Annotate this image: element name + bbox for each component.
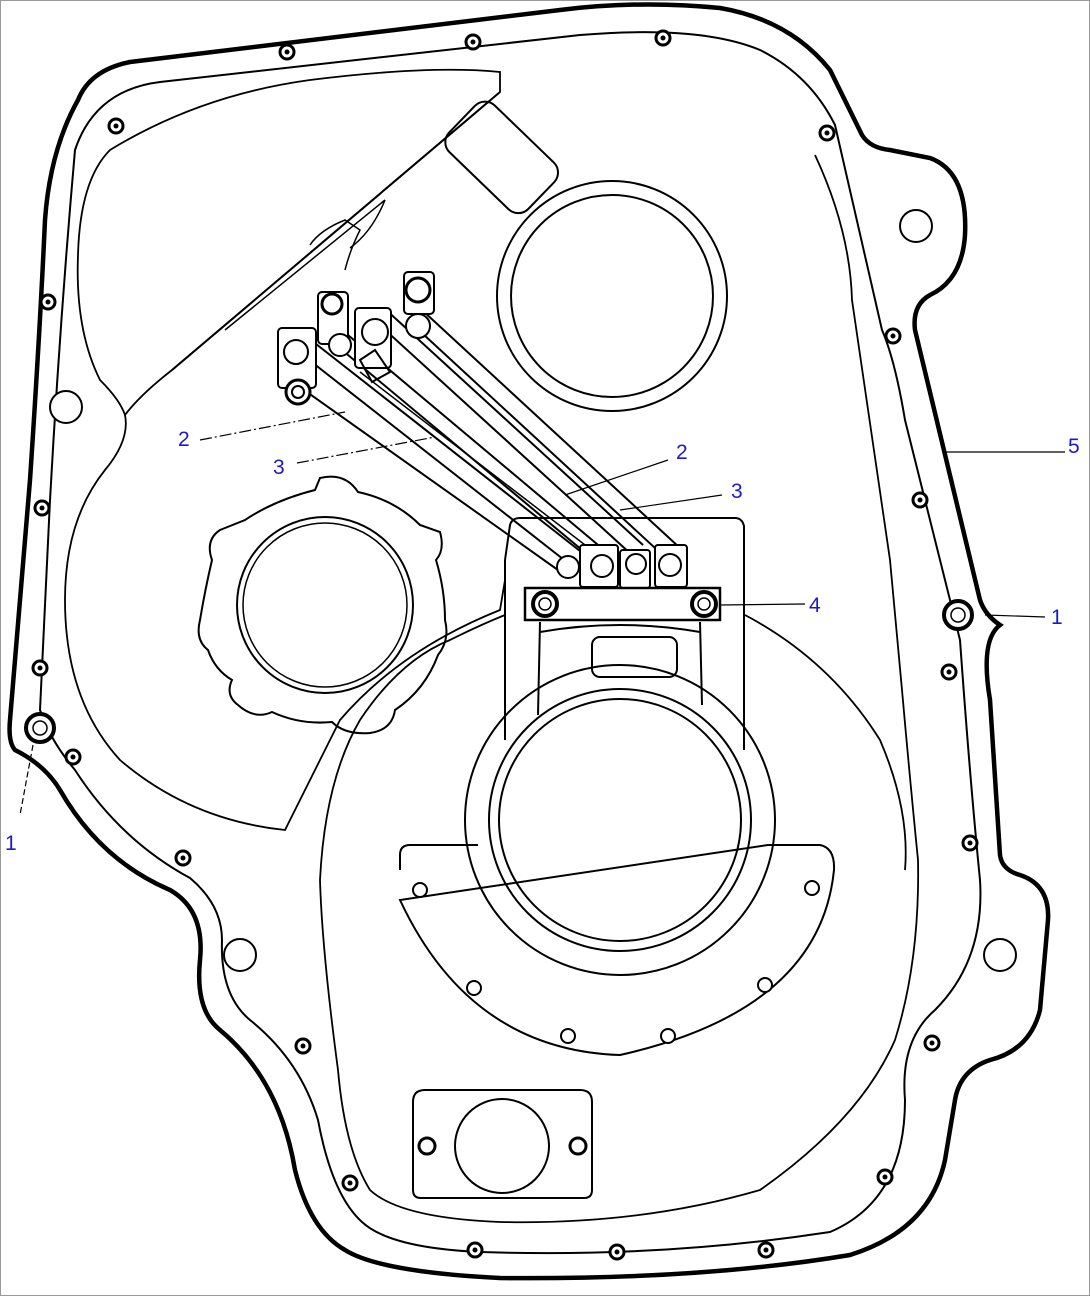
dowel-pins bbox=[24, 599, 974, 744]
upper-bore-inner bbox=[510, 194, 714, 398]
upper-clip bbox=[358, 348, 392, 384]
leader-1-right bbox=[984, 614, 1046, 618]
upper-fitting-ends bbox=[283, 313, 431, 365]
perimeter-bolt-center-5 bbox=[824, 130, 830, 136]
lower-fittings bbox=[556, 544, 688, 589]
callout-2-right: 2 bbox=[676, 441, 688, 464]
main-bore-boss bbox=[744, 614, 907, 871]
leader-lines bbox=[19, 411, 1065, 816]
leader-2-right bbox=[564, 459, 669, 496]
perimeter-bolt-center-6 bbox=[45, 299, 51, 305]
upper-slot bbox=[444, 100, 559, 215]
perimeter-bolt-center-12 bbox=[70, 754, 76, 760]
perimeter-bolt-center-11 bbox=[946, 669, 952, 675]
locating-holes bbox=[49, 209, 1017, 972]
perimeter-bolt-center-10 bbox=[37, 665, 43, 671]
callout-1-left: 1 bbox=[5, 832, 17, 855]
upper-fitting-bolts bbox=[284, 276, 432, 406]
perimeter-bolt-center-1 bbox=[284, 49, 290, 55]
guide-block bbox=[537, 621, 703, 716]
main-flange bbox=[398, 844, 836, 1057]
lower-cover-bore bbox=[454, 1098, 550, 1194]
perimeter-bolt-center-2 bbox=[470, 39, 476, 45]
right-cavity-line bbox=[319, 154, 920, 1224]
rib-pocket bbox=[309, 219, 361, 271]
main-bore-outer bbox=[464, 664, 776, 976]
lower-cover-bolts bbox=[417, 1136, 588, 1156]
callout-3-right: 3 bbox=[731, 480, 743, 503]
leader-2-left bbox=[199, 411, 346, 441]
perimeter-bolt-center-3 bbox=[660, 35, 666, 41]
spline-gear-outline bbox=[197, 475, 448, 735]
spline-bore-outer bbox=[236, 516, 414, 694]
guide-window bbox=[591, 636, 678, 678]
upper-bore-outer bbox=[496, 180, 728, 412]
main-bore-inner bbox=[498, 698, 742, 942]
callout-5: 5 bbox=[1068, 435, 1080, 458]
callout-2-left: 2 bbox=[178, 428, 190, 451]
perimeter-bolt-center-13 bbox=[180, 855, 186, 861]
callout-4: 4 bbox=[809, 594, 821, 617]
callout-3-left: 3 bbox=[273, 456, 285, 479]
leader-4 bbox=[719, 603, 806, 606]
perimeter-bolt-center-7 bbox=[890, 333, 896, 339]
perimeter-bolt-center-18 bbox=[882, 1174, 888, 1180]
leader-3-left bbox=[296, 436, 436, 464]
spline-bore-inner bbox=[242, 522, 408, 688]
perimeter-bolt-center-19 bbox=[472, 1247, 478, 1253]
perimeter-bolt-center-20 bbox=[614, 1249, 620, 1255]
housing-outer-outline bbox=[7, 2, 1051, 1281]
upper-left-cavity bbox=[76, 68, 501, 417]
housing-inner-outline bbox=[38, 31, 982, 1255]
leader-3-right bbox=[619, 494, 723, 511]
leader-1-left bbox=[19, 744, 34, 816]
oil-tube-group bbox=[289, 307, 681, 576]
perimeter-bolt-center-15 bbox=[300, 1043, 306, 1049]
perimeter-bolt-center-14 bbox=[967, 840, 973, 846]
perimeter-bolt-center-9 bbox=[917, 497, 923, 503]
lower-cover-plate bbox=[412, 1089, 593, 1199]
diagonal-rib-lower bbox=[224, 199, 386, 331]
perimeter-bolt-center-4 bbox=[113, 123, 119, 129]
main-bore-ring bbox=[488, 688, 752, 952]
left-cavity bbox=[64, 414, 506, 831]
flange-holes bbox=[412, 880, 820, 1044]
rib-pocket-2 bbox=[349, 199, 386, 249]
mounting-plate bbox=[504, 517, 745, 750]
retainer-bracket bbox=[523, 586, 722, 622]
callout-1-right: 1 bbox=[1051, 606, 1063, 629]
perimeter-bolts bbox=[31, 29, 979, 1261]
callout-labels: 1 1 2 2 3 3 4 5 bbox=[5, 428, 1080, 855]
perimeter-bolt-center-16 bbox=[929, 1040, 935, 1046]
perimeter-bolt-center-21 bbox=[763, 1247, 769, 1253]
perimeter-bolt-center-17 bbox=[347, 1180, 353, 1186]
perimeter-bolt-center-8 bbox=[39, 505, 45, 511]
